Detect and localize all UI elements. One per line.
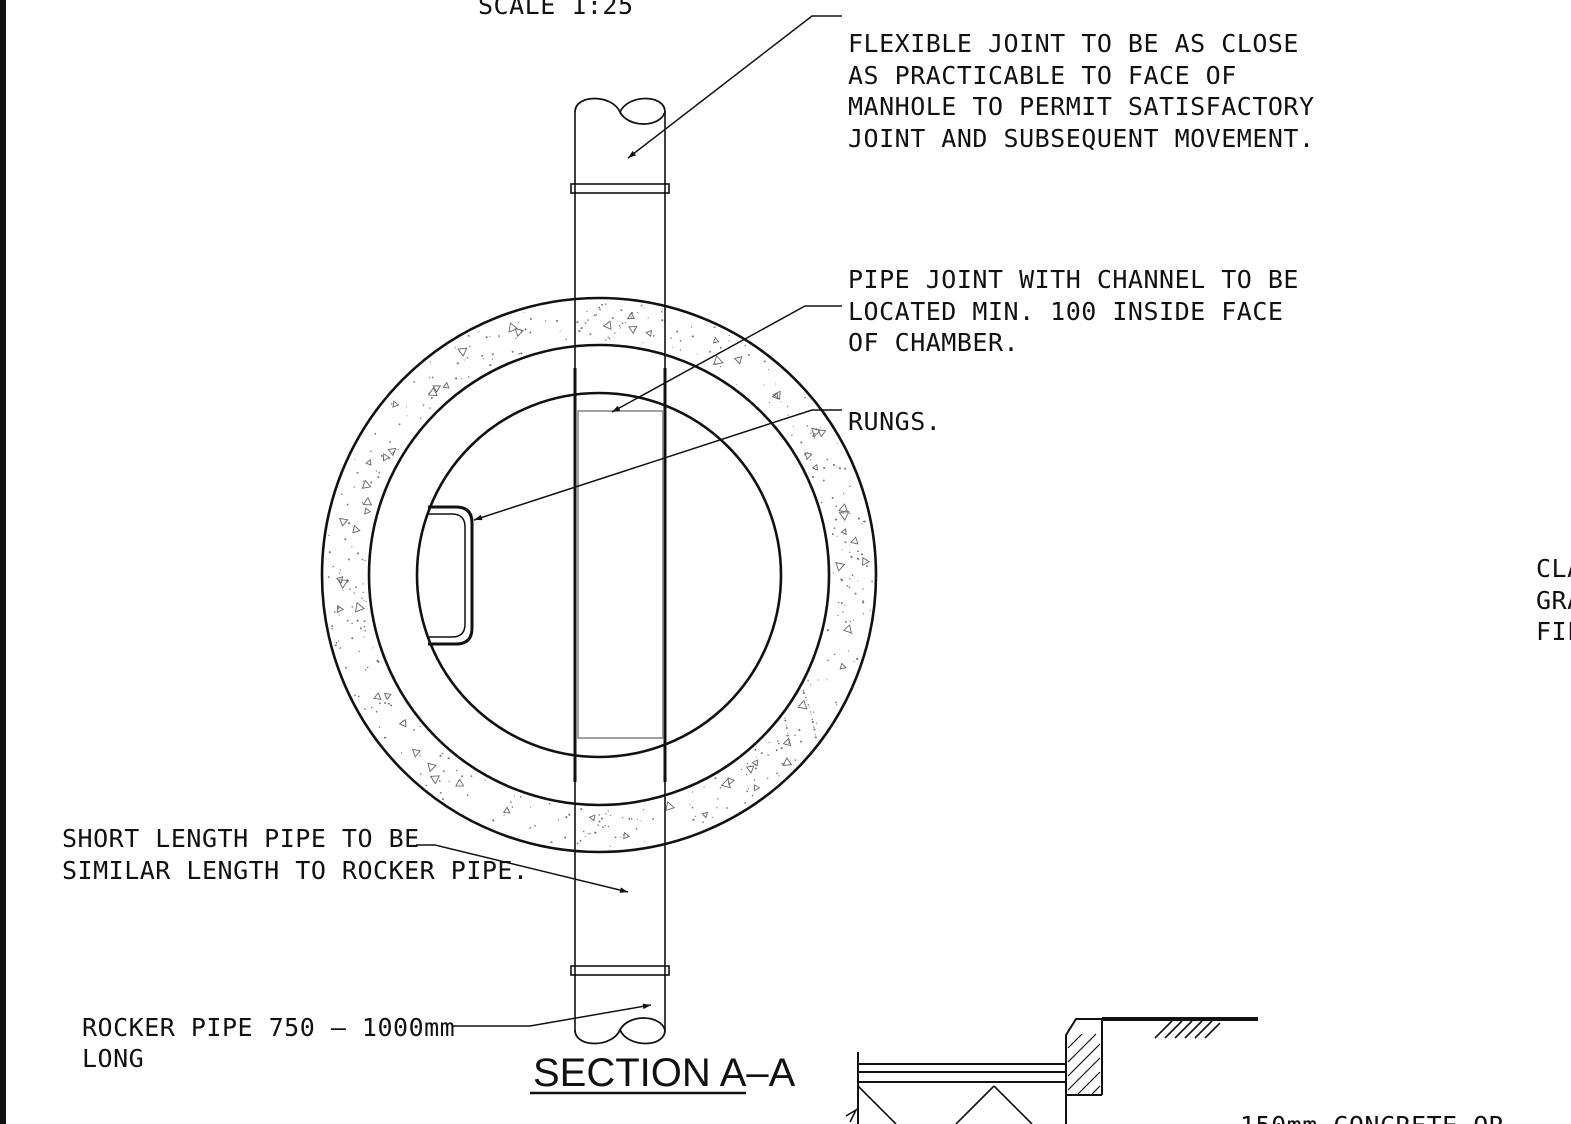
pipe-run	[570, 97, 670, 1045]
note-bottom-cut: 150mm CONCRETE OR	[1240, 1111, 1505, 1124]
concrete-surround-hatching	[325, 303, 873, 847]
leader-flexible-joint	[627, 15, 842, 159]
outer-concrete-ring	[320, 296, 878, 854]
chamber-wall-ring	[367, 343, 831, 807]
scale-label: SCALE 1:25	[478, 0, 634, 20]
leader-short-length-pipe	[416, 844, 629, 893]
inner-chamber-ring	[415, 391, 783, 759]
note-edge-cut: CLA GRA FILI	[1536, 554, 1571, 646]
note-pipe-joint: PIPE JOINT WITH CHANNEL TO BE LOCATED MI…	[848, 265, 1315, 357]
rung	[428, 505, 474, 646]
leader-rungs	[473, 409, 842, 521]
note-short-length-pipe: SHORT LENGTH PIPE TO BE SIMILAR LENGTH T…	[62, 824, 529, 885]
pipe-channel	[573, 368, 667, 782]
note-rocker-pipe: ROCKER PIPE 750 – 1000mm LONG	[82, 1013, 471, 1073]
note-rungs: RUNGS.	[848, 407, 941, 436]
note-flexible-joint: FLEXIBLE JOINT TO BE AS CLOSE AS PRACTIC…	[848, 29, 1330, 153]
leader-pipe-joint	[611, 305, 842, 413]
section-title: SECTION A–A	[533, 1051, 796, 1095]
adjacent-detail-partial	[845, 1017, 1258, 1124]
sheet-border	[0, 0, 6, 1124]
leader-rocker-pipe	[452, 1003, 652, 1027]
